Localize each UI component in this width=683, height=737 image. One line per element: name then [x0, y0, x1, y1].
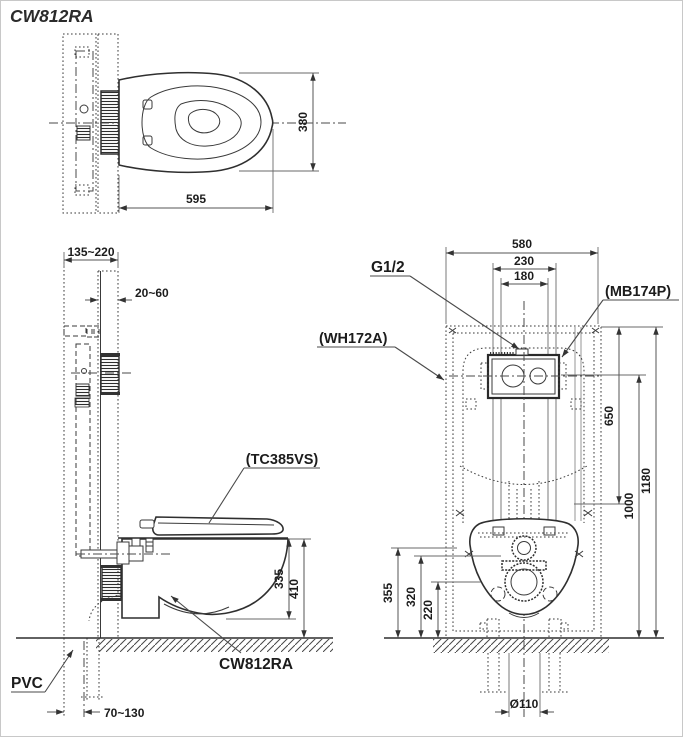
page-title: CW812RA [10, 6, 94, 26]
dim-rim-a: 355 [381, 583, 395, 603]
dim-wall-zone: 135~220 [67, 245, 114, 259]
dim-supply-height: 1000 [622, 492, 636, 519]
dim-seat-length: 595 [186, 192, 206, 206]
floor-hatch-front [433, 639, 609, 653]
drain-section [76, 125, 91, 141]
dim-wall-thickness: 20~60 [135, 286, 169, 300]
seat-outline [118, 71, 274, 174]
outlet-flange [504, 562, 544, 602]
label-seat-model: (TC385VS) [246, 452, 319, 468]
dim-frame-height: 1180 [639, 468, 653, 494]
inwall-tank-outline [75, 343, 91, 557]
bowl-front-outline [469, 517, 579, 616]
floor-hatch [96, 639, 333, 652]
dim-bolt-spacing: 230 [514, 254, 534, 268]
label-frame-model: (WH172A) [319, 331, 388, 347]
cistern-outline [462, 347, 585, 523]
bowl-side-outline [121, 538, 289, 619]
dim-rim-b: 320 [404, 587, 418, 607]
label-supply-thread: G1/2 [371, 259, 405, 276]
inlet-flange [511, 535, 537, 561]
dim-rim-height: 410 [287, 579, 301, 599]
dim-drain-diameter: Ø110 [510, 697, 539, 711]
side-view: 135~220 20~60 335 410 70~130 (TC385VS) C… [11, 245, 333, 720]
supply-fitting [515, 348, 529, 356]
dim-rim-c: 220 [421, 600, 435, 620]
label-bowl-model: CW812RA [219, 656, 293, 673]
dim-drain-offset: 70~130 [104, 706, 145, 720]
flush-bend-hatch [100, 354, 120, 395]
front-view: Ø110 580 230 180 650 1000 1180 355 320 2… [317, 237, 679, 717]
dim-bowl-height: 335 [272, 569, 286, 589]
dim-frame-width: 580 [512, 237, 532, 251]
label-plate-model: (MB174P) [605, 284, 671, 300]
dim-plate-drop: 650 [602, 406, 616, 426]
top-view: 380 595 [49, 33, 346, 214]
label-pvc-pipe: PVC [11, 675, 43, 692]
dim-seat-depth: 380 [296, 112, 310, 132]
washlet-side-outline [151, 516, 284, 536]
dim-inner-spacing: 180 [514, 269, 534, 283]
